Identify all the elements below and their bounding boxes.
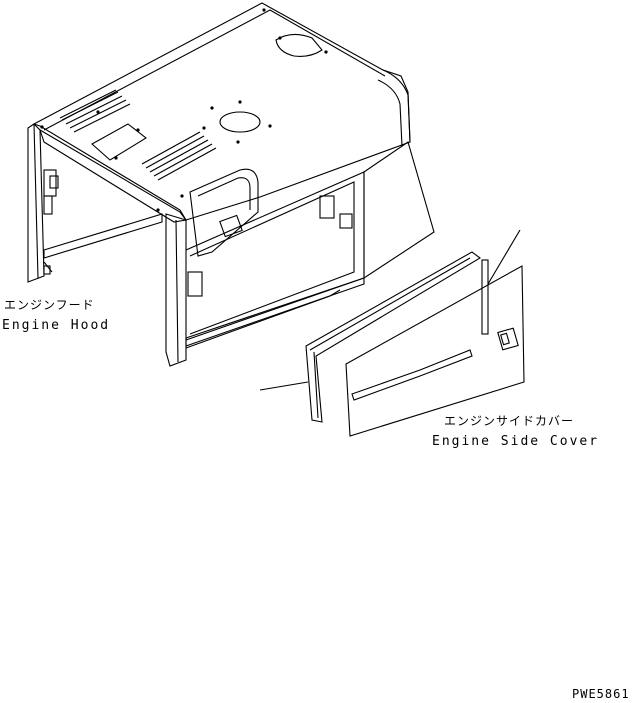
hood-bottom-rail — [185, 277, 365, 347]
post-edge — [33, 123, 39, 279]
hood-left-frame — [165, 213, 187, 367]
side-cover-handle-inner — [500, 332, 510, 346]
side-cover-panel — [345, 265, 525, 437]
hood-louvres-front — [59, 89, 131, 133]
engine-side-cover-label-en: Engine Side Cover — [432, 434, 600, 449]
hood-louvres-middle — [141, 131, 217, 181]
engine-hood — [27, 2, 435, 367]
gasket-outline — [305, 251, 481, 423]
hood-bracket-1 — [187, 271, 203, 297]
engine-side-cover — [345, 229, 525, 437]
hood-latch-left — [43, 169, 59, 275]
drawing-code: PWE5861 — [572, 687, 630, 701]
gasket-leader-line — [259, 381, 309, 391]
hood-rear-roll — [382, 69, 411, 143]
hood-top-inner-edge — [43, 9, 386, 131]
hood-side-hump — [189, 168, 259, 257]
hood-rear-roll-inner — [377, 79, 403, 147]
hood-bottom-rail-2 — [185, 289, 341, 349]
hood-front-face — [39, 128, 187, 223]
engine-hood-label-jp: エンジンフード — [4, 298, 95, 312]
side-cover-handle — [497, 327, 519, 351]
engine-hood-label-en: Engine Hood — [2, 318, 111, 333]
hood-inner-crossbar — [43, 213, 163, 259]
hood-side-opening-inner — [189, 181, 355, 335]
hood-top-access-panel — [91, 123, 147, 161]
hood-round-opening-center — [219, 111, 261, 133]
hood-side-hump-inner — [197, 177, 251, 210]
side-cover-gasket — [259, 251, 481, 423]
side-cover-vertical-strip — [481, 259, 489, 335]
hood-round-opening-rear — [275, 33, 323, 57]
hood-side-rear-panel — [363, 141, 435, 280]
hood-bracket-2 — [319, 195, 335, 219]
engine-side-cover-label-jp: エンジンサイドカバー — [444, 414, 575, 428]
gasket-inner — [309, 257, 471, 419]
side-cover-leader-line — [487, 229, 521, 285]
side-cover-seal-strip — [351, 349, 473, 401]
frame-edge — [175, 219, 179, 363]
hood-bolts — [40, 8, 328, 212]
hood-front-post — [27, 123, 45, 283]
hood-bracket-3 — [339, 213, 353, 229]
hood-latch-plate — [219, 214, 243, 238]
